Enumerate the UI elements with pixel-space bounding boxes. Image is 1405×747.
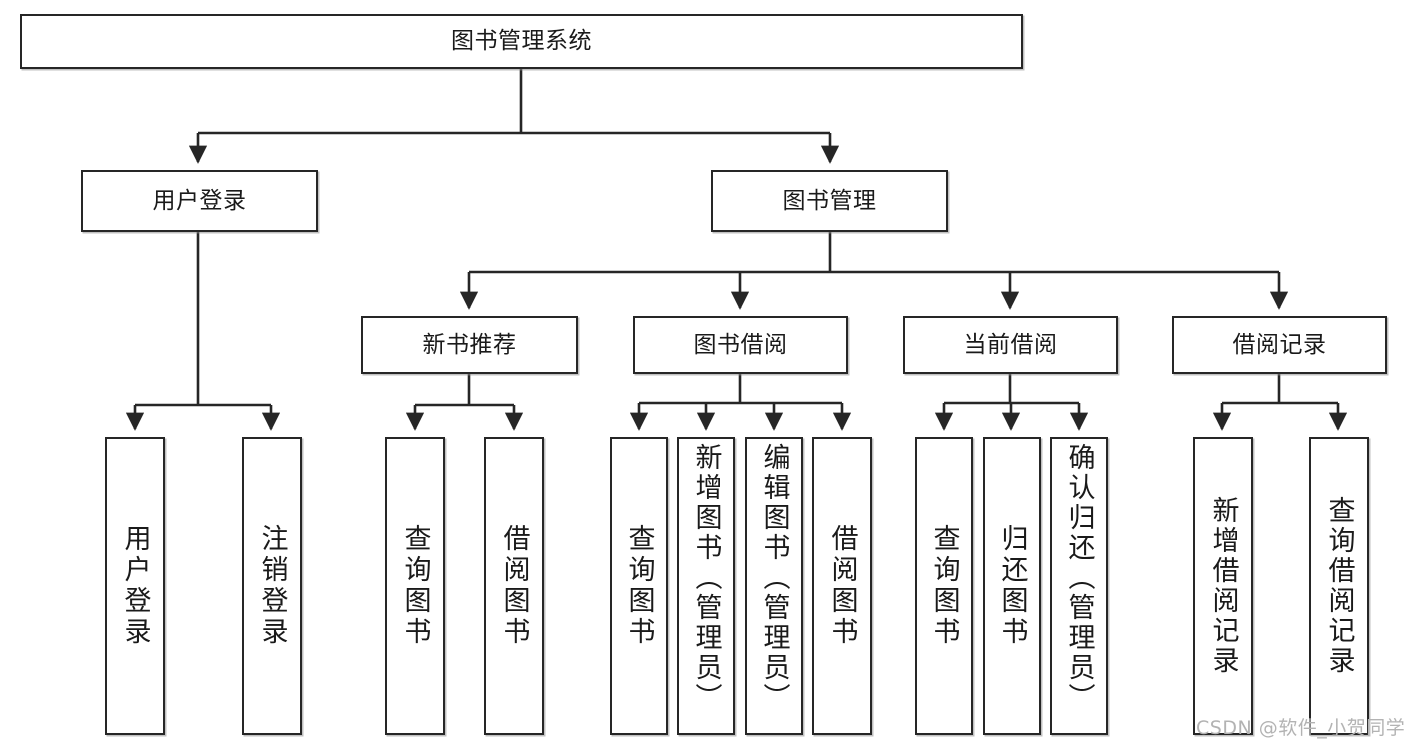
leaf-edit-book[interactable]: 编辑图书（管理员） xyxy=(745,437,803,735)
node-label: 新增借阅记录 xyxy=(1207,496,1239,676)
node-label: 新书推荐 xyxy=(422,331,517,358)
leaf-query-borrow-record[interactable]: 查询借阅记录 xyxy=(1309,437,1369,735)
csdn-watermark: CSDN @软件_小贺同学 xyxy=(1196,717,1405,739)
node-label: 图书管理系统 xyxy=(451,28,592,55)
node-label: 归还图书 xyxy=(996,524,1028,648)
node-book-borrow[interactable]: 图书借阅 xyxy=(633,316,848,374)
node-root-system[interactable]: 图书管理系统 xyxy=(20,14,1023,69)
node-label: 确认归还（管理员） xyxy=(1063,443,1095,713)
node-book-manage[interactable]: 图书管理 xyxy=(711,170,948,232)
node-label: 查询图书 xyxy=(928,524,960,648)
node-borrow-record[interactable]: 借阅记录 xyxy=(1172,316,1387,374)
node-label: 当前借阅 xyxy=(963,331,1058,358)
node-label: 编辑图书（管理员） xyxy=(758,443,790,713)
node-label: 借阅记录 xyxy=(1232,331,1327,358)
leaf-borrow-book-recommend[interactable]: 借阅图书 xyxy=(484,437,544,735)
node-label: 查询图书 xyxy=(399,524,431,648)
node-label: 用户登录 xyxy=(119,524,151,648)
node-new-book-recommend[interactable]: 新书推荐 xyxy=(361,316,578,374)
leaf-confirm-return[interactable]: 确认归还（管理员） xyxy=(1050,437,1108,735)
leaf-query-book-borrow[interactable]: 查询图书 xyxy=(610,437,668,735)
node-current-borrow[interactable]: 当前借阅 xyxy=(903,316,1118,374)
leaf-user-login[interactable]: 用户登录 xyxy=(105,437,165,735)
node-label: 新增图书（管理员） xyxy=(690,443,722,713)
node-label: 图书管理 xyxy=(782,187,877,214)
leaf-add-book[interactable]: 新增图书（管理员） xyxy=(677,437,735,735)
leaf-logout-login[interactable]: 注销登录 xyxy=(242,437,302,735)
leaf-borrow-book-borrow[interactable]: 借阅图书 xyxy=(812,437,872,735)
leaf-return-book[interactable]: 归还图书 xyxy=(983,437,1041,735)
leaf-query-book-current[interactable]: 查询图书 xyxy=(915,437,973,735)
leaf-add-borrow-record[interactable]: 新增借阅记录 xyxy=(1193,437,1253,735)
node-label: 用户登录 xyxy=(152,187,247,214)
node-label: 借阅图书 xyxy=(826,524,858,648)
leaf-query-book-recommend[interactable]: 查询图书 xyxy=(385,437,445,735)
node-user-login[interactable]: 用户登录 xyxy=(81,170,318,232)
node-label: 查询借阅记录 xyxy=(1323,496,1355,676)
node-label: 查询图书 xyxy=(623,524,655,648)
node-label: 图书借阅 xyxy=(693,331,788,358)
node-label: 注销登录 xyxy=(256,524,288,648)
node-label: 借阅图书 xyxy=(498,524,530,648)
